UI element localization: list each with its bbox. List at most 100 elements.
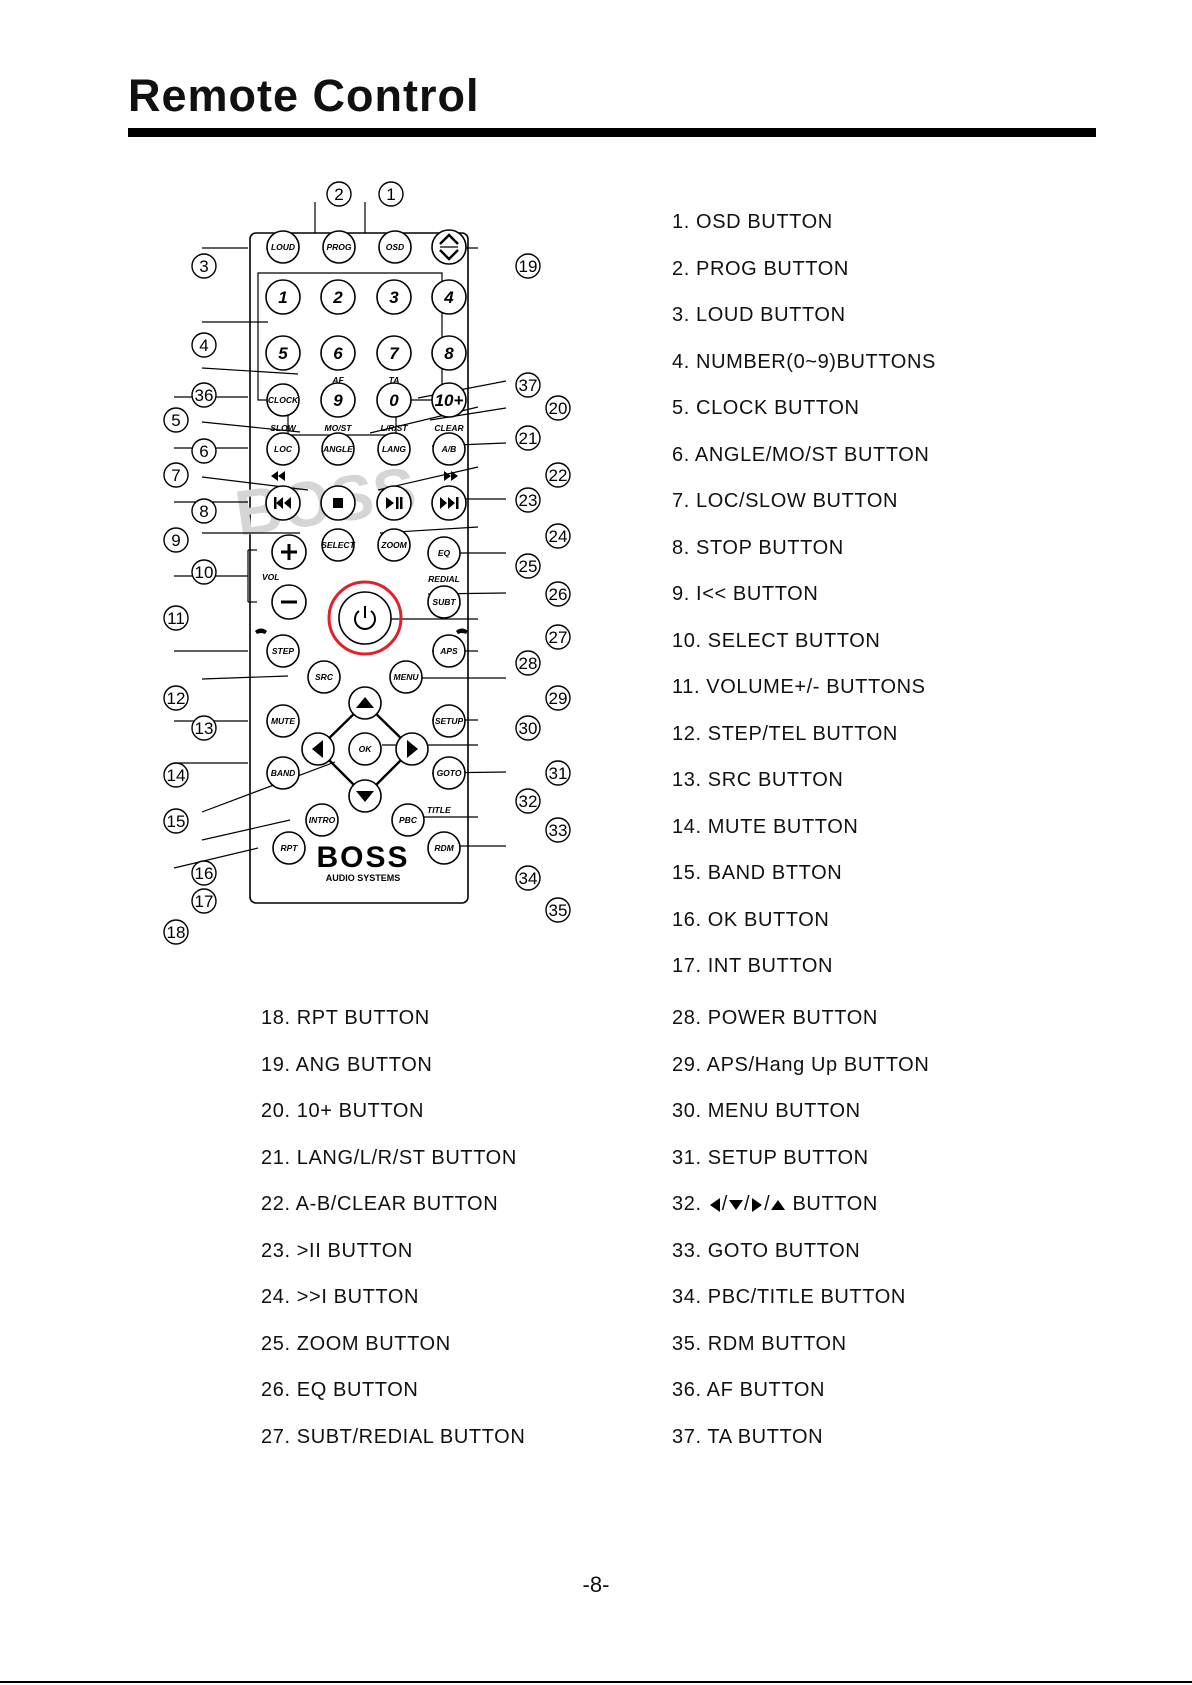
callout-20: 20: [545, 395, 571, 421]
legend-item: 3. LOUD BUTTON: [672, 304, 846, 326]
intro-button[interactable]: INTRO: [305, 803, 339, 837]
callout-12: 12: [163, 685, 189, 711]
svg-text:SETUP: SETUP: [435, 716, 464, 726]
loud-button[interactable]: LOUD: [266, 230, 300, 264]
goto-button[interactable]: GOTO: [432, 756, 466, 790]
number-3-button[interactable]: 3: [376, 279, 412, 315]
title-rule: [128, 128, 1096, 137]
legend-item: 31. SETUP BUTTON: [672, 1146, 869, 1169]
down-button[interactable]: [348, 779, 382, 813]
svg-text:10+: 10+: [435, 391, 464, 410]
power-icon: [354, 610, 376, 630]
number-8-button[interactable]: 8: [431, 335, 467, 371]
svg-text:3: 3: [199, 257, 208, 276]
callout-1: 1: [378, 181, 404, 207]
loc-button[interactable]: LOC: [266, 432, 300, 466]
number-6-button[interactable]: 6: [320, 335, 356, 371]
svg-text:A/B: A/B: [441, 444, 457, 454]
mute-button[interactable]: MUTE: [266, 704, 300, 738]
legend-item: 9. I<< BUTTON: [672, 583, 819, 605]
legend-item: 5. CLOCK BUTTON: [672, 397, 860, 419]
rdm-button[interactable]: RDM: [427, 831, 461, 865]
pbc-button[interactable]: PBC: [391, 803, 425, 837]
menu-button[interactable]: MENU: [389, 660, 423, 694]
setup-button[interactable]: SETUP: [432, 704, 466, 738]
svg-text:LOC: LOC: [274, 444, 293, 454]
number-1-button[interactable]: 1: [265, 279, 301, 315]
legend-item: 12. STEP/TEL BUTTON: [672, 722, 898, 745]
svg-text:9: 9: [333, 391, 343, 410]
svg-text:13: 13: [195, 719, 214, 738]
volume-down-button[interactable]: [271, 584, 307, 620]
callout-3: 3: [191, 253, 217, 279]
ab-button[interactable]: A/B: [432, 432, 466, 466]
callout-27: 27: [545, 624, 571, 650]
svg-text:27: 27: [549, 628, 568, 647]
src-button[interactable]: SRC: [307, 660, 341, 694]
svg-text:MENU: MENU: [393, 672, 419, 682]
ten-plus-button[interactable]: 10+: [431, 382, 467, 418]
svg-text:GOTO: GOTO: [437, 768, 462, 778]
legend-item: 21. LANG/L/R/ST BUTTON: [261, 1146, 517, 1169]
subt-button[interactable]: SUBT: [427, 585, 461, 619]
callout-6: 6: [191, 438, 217, 464]
callout-33: 33: [545, 817, 571, 843]
svg-text:9: 9: [171, 531, 180, 550]
angle-button[interactable]: ANGLE: [321, 432, 355, 466]
angle-updown-button[interactable]: [431, 229, 467, 265]
legend-item: 14. MUTE BUTTON: [672, 815, 859, 838]
up-arrow-icon: [771, 1199, 786, 1210]
zoom-button[interactable]: ZOOM: [377, 528, 411, 562]
legend-32-sep: /: [743, 1193, 751, 1215]
aps-button[interactable]: APS: [432, 634, 466, 668]
volume-up-button[interactable]: [271, 534, 307, 570]
callout-24: 24: [545, 523, 571, 549]
legend-item: 11. VOLUME+/- BUTTONS: [672, 676, 926, 698]
select-button[interactable]: SELECT: [321, 528, 356, 562]
legend-item: 33. GOTO BUTTON: [672, 1239, 861, 1262]
up-button[interactable]: [348, 686, 382, 720]
next-track-button[interactable]: [431, 485, 467, 521]
legend-item-32: 32. /// BUTTON: [672, 1194, 878, 1214]
svg-text:APS: APS: [439, 646, 458, 656]
svg-text:SELECT: SELECT: [321, 540, 355, 550]
svg-text:CLOCK: CLOCK: [268, 395, 299, 405]
callout-18: 18: [163, 919, 189, 945]
svg-text:33: 33: [549, 821, 568, 840]
legend-item: 23. >II BUTTON: [261, 1239, 413, 1262]
power-button[interactable]: [327, 580, 403, 656]
callout-16: 16: [191, 860, 217, 886]
legend-item: 30. MENU BUTTON: [672, 1100, 861, 1122]
slow-label: SLOW: [270, 423, 296, 433]
stop-icon: [333, 498, 343, 508]
step-button[interactable]: STEP: [266, 634, 300, 668]
osd-button[interactable]: OSD: [378, 230, 412, 264]
prog-button[interactable]: PROG: [322, 230, 356, 264]
clock-button[interactable]: CLOCK: [266, 383, 300, 417]
left-button[interactable]: [301, 732, 335, 766]
callout-36: 36: [191, 382, 217, 408]
right-button[interactable]: [395, 732, 429, 766]
band-button[interactable]: BAND: [266, 756, 300, 790]
number-2-button[interactable]: 2: [320, 279, 356, 315]
ok-button[interactable]: OK: [348, 732, 382, 766]
number-7-button[interactable]: 7: [376, 335, 412, 371]
number-5-button[interactable]: 5: [265, 335, 301, 371]
lang-button[interactable]: LANG: [377, 432, 411, 466]
svg-text:0: 0: [389, 391, 399, 410]
left-arrow-icon: [709, 1197, 720, 1212]
svg-text:SUBT: SUBT: [432, 597, 456, 607]
number-9-button[interactable]: 9: [320, 382, 356, 418]
rpt-button[interactable]: RPT: [272, 831, 306, 865]
svg-text:32: 32: [519, 792, 538, 811]
play-pause-button[interactable]: [376, 485, 412, 521]
callout-2: 2: [326, 181, 352, 207]
legend-item: 2. PROG BUTTON: [672, 257, 849, 280]
svg-text:30: 30: [519, 719, 538, 738]
number-0-button[interactable]: 0: [376, 382, 412, 418]
stop-button[interactable]: [320, 485, 356, 521]
prev-track-button[interactable]: [265, 485, 301, 521]
legend-item: 37. TA BUTTON: [672, 1425, 824, 1448]
number-4-button[interactable]: 4: [431, 279, 467, 315]
eq-button[interactable]: EQ: [427, 536, 461, 570]
